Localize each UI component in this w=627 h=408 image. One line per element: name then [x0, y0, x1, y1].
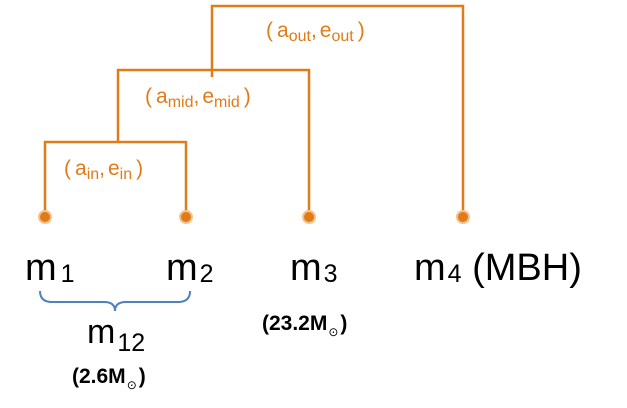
middle-orbit-label: (amid,emid): [145, 85, 251, 111]
pair-brace: [39, 290, 191, 312]
body-label-m3: m3: [290, 247, 338, 289]
body-nodes: [38, 210, 470, 224]
pair-label-m12: m12: [87, 313, 145, 357]
m3-mass-label: (23.2M⊙): [262, 312, 347, 339]
node-m2: [179, 210, 193, 224]
body-label-m4: m4 (MBH): [414, 247, 582, 289]
inner-orbit-label: (ain,ein): [64, 157, 143, 183]
node-m1: [38, 210, 52, 224]
body-label-m2: m2: [166, 247, 214, 289]
middle-orbit-bracket: [116, 68, 311, 216]
outer-orbit-label: (aout,eout): [266, 19, 365, 45]
node-m4: [456, 210, 470, 224]
pair-mass-label: (2.6M⊙): [72, 365, 146, 392]
inner-orbit-bracket: [43, 140, 188, 216]
hierarchy-tree: [43, 4, 465, 216]
outer-orbit-bracket: [210, 4, 465, 216]
node-m3: [302, 210, 316, 224]
